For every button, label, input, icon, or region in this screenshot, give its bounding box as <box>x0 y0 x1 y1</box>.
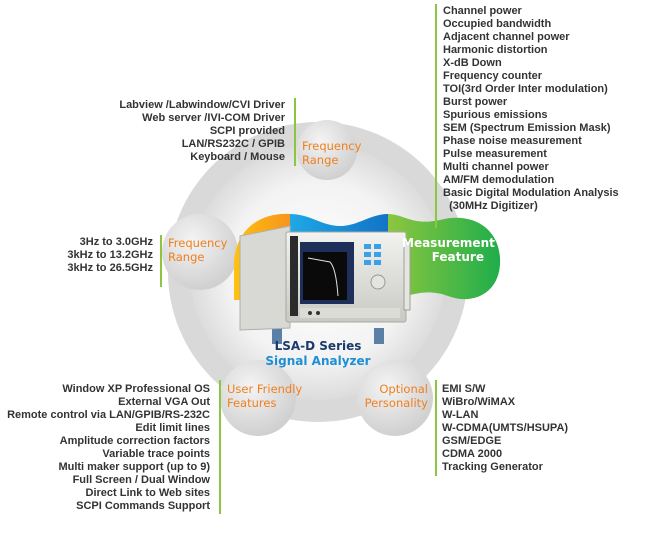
list-item: Channel power <box>443 5 522 17</box>
list-item: W-LAN <box>442 409 479 421</box>
list-item: Keyboard / Mouse <box>190 151 285 163</box>
list-item: Amplitude correction factors <box>59 435 210 447</box>
user-friendly-feature-list: Window XP Professional OS External VGA O… <box>0 383 210 513</box>
bubble-frequency <box>162 214 238 290</box>
list-item: Multi maker support (up to 9) <box>58 461 210 473</box>
measurement-feature-list: Channel power Occupied bandwidth Adjacen… <box>443 5 619 213</box>
optional-personality-list: EMI S/W WiBro/WiMAX W-LAN W-CDMA(UMTS/HS… <box>442 383 568 474</box>
list-item: SCPI provided <box>209 125 285 137</box>
list-item: WiBro/WiMAX <box>442 396 516 408</box>
list-item: Tracking Generator <box>442 461 543 473</box>
product-name: Signal Analyzer <box>265 354 371 368</box>
bubble-interface <box>297 120 357 180</box>
category-label-user-friendly: User Friendly Features <box>227 382 303 410</box>
list-item: Spurious emissions <box>443 109 548 121</box>
divider-line <box>435 380 437 476</box>
list-item: LAN/RS232C / GPIB <box>181 138 285 150</box>
frequency-range-list: 3Hz to 3.0GHz 3kHz to 13.2GHz 3kHz to 26… <box>60 236 153 275</box>
list-item: 3kHz to 13.2GHz <box>67 249 153 261</box>
list-item: Frequency counter <box>443 70 543 82</box>
list-item: Adjacent channel power <box>443 31 570 43</box>
list-item: Full Screen / Dual Window <box>72 474 210 486</box>
bubble-user-friendly <box>220 360 296 436</box>
list-item: Direct Link to Web sites <box>85 487 211 499</box>
list-item: Occupied bandwidth <box>443 18 552 30</box>
list-item: (30MHz Digitizer) <box>443 200 538 212</box>
list-item: 3kHz to 26.5GHz <box>67 262 153 274</box>
divider-line <box>435 4 437 228</box>
signal-analyzer-device <box>239 225 411 344</box>
list-item: Variable trace points <box>102 448 210 460</box>
divider-line <box>160 235 162 287</box>
list-item: EMI S/W <box>442 383 486 395</box>
list-item: Basic Digital Modulation Analysis <box>443 187 619 199</box>
interface-feature-list: Labview /Labwindow/CVI Driver Web server… <box>100 99 285 164</box>
list-item: TOI(3rd Order Inter modulation) <box>443 83 608 95</box>
list-item: Burst power <box>443 96 508 108</box>
list-item: Remote control via LAN/GPIB/RS-232C <box>7 409 210 421</box>
list-item: Edit limit lines <box>135 422 210 434</box>
category-label-optional: Optional Personality <box>364 382 428 410</box>
list-item: W-CDMA(UMTS/HSUPA) <box>442 422 569 434</box>
list-item: Harmonic distortion <box>443 44 548 56</box>
category-label-interface: Frequency Range <box>302 139 362 167</box>
list-item: 3Hz to 3.0GHz <box>79 236 153 248</box>
list-item: Labview /Labwindow/CVI Driver <box>119 99 285 111</box>
divider-line <box>294 98 296 166</box>
list-item: GSM/EDGE <box>442 435 502 447</box>
bubble-optional <box>357 360 433 436</box>
list-item: SEM (Spectrum Emission Mask) <box>443 122 611 134</box>
list-item: External VGA Out <box>118 396 210 408</box>
list-item: Multi channel power <box>443 161 549 173</box>
list-item: Pulse measurement <box>443 148 547 160</box>
product-title: LSA-D Series Signal Analyzer <box>248 339 388 369</box>
category-label-measurement: Measurement Feature <box>402 236 495 264</box>
list-item: X-dB Down <box>443 57 502 69</box>
list-item: Phase noise measurement <box>443 135 582 147</box>
product-series: LSA-D Series <box>274 339 362 353</box>
list-item: SCPI Commands Support <box>76 500 210 512</box>
list-item: AM/FM demodulation <box>443 174 555 186</box>
list-item: CDMA 2000 <box>442 448 503 460</box>
list-item: Web server /IVI-COM Driver <box>142 112 285 124</box>
divider-line <box>219 380 221 514</box>
category-label-frequency: Frequency Range <box>168 236 228 264</box>
list-item: Window XP Professional OS <box>62 383 210 395</box>
